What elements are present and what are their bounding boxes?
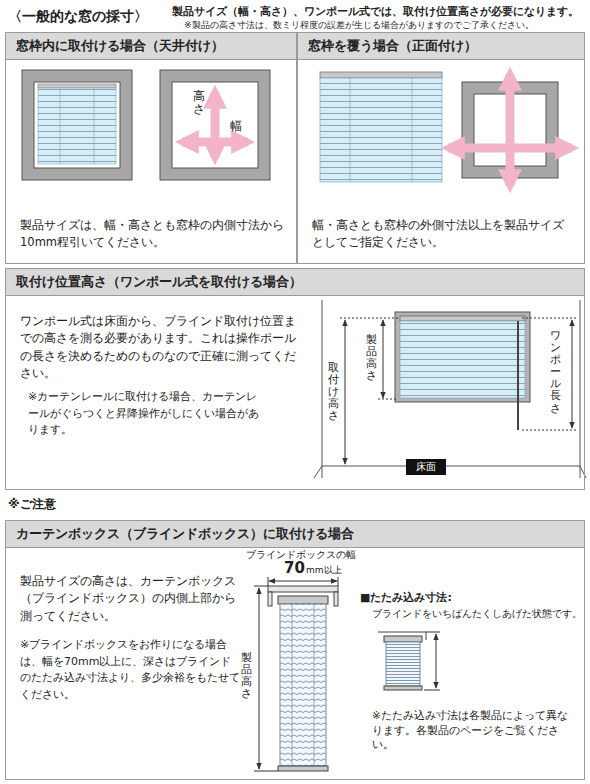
- note-text: ※カーテンレールに取付ける場合、カーテンレールがぐらつくと昇降操作がしにくい場合…: [28, 389, 263, 439]
- body-text: 幅・高さとも窓枠の外側寸法以上を製品サイズとしてご指定ください。: [312, 217, 572, 252]
- mount-panel: 窓枠内に取付ける場合（天井付け） 製品サイズは、幅・高さとも窓枠の内側寸法から10…: [5, 32, 297, 264]
- caption-text: ブラインドをいちばんたくしあげた状態です。: [372, 607, 582, 621]
- dimension-label: ワンポール長さ: [550, 330, 561, 415]
- window-inside-mount: [22, 70, 132, 180]
- page-title: 〈一般的な窓の採寸〉: [8, 6, 148, 27]
- dimension-value: 70: [284, 558, 305, 579]
- blind-box-illustration: [268, 586, 338, 771]
- dimension-unit: mm以上: [306, 564, 342, 577]
- dimension-label: 高さ: [193, 90, 205, 116]
- dimension-label: 幅: [230, 118, 242, 135]
- section-panel: 床面 取付け位置高さ（ワンポール式を取付ける場合） ワンポール式は床面から、ブライン…: [5, 268, 585, 490]
- header-note: ※製品の高さ寸法は、数ミリ程度の誤差が生じる場合がありますのでご了承ください。: [184, 19, 584, 32]
- dimension-label: 製品高さ: [366, 334, 377, 382]
- caution-heading: ※ご注意: [8, 496, 56, 513]
- window-face-measure: [448, 74, 572, 186]
- body-text: ワンポール式は床面から、ブラインド取付け位置までの高さを測る必要があります。これ…: [20, 313, 305, 382]
- section-heading: 窓枠を覆う場合（正面付け）: [298, 33, 584, 60]
- section-subheading: ■たたみ込み寸法:: [360, 590, 452, 605]
- section-heading: カーテンボックス（ブラインドボックス）に取付ける場合: [6, 521, 584, 548]
- dimension-lines: [340, 318, 576, 464]
- dimension-label: 取付け高さ: [328, 362, 339, 422]
- note-text: ※たたみ込み寸法は各製品によって異なります。各製品のページをご覧ください。: [372, 708, 578, 752]
- window-face-mount: [320, 72, 442, 182]
- body-text: 製品サイズは、幅・高さとも窓枠の内側寸法から10mm程引いてください。: [20, 217, 285, 252]
- note-text: ※ブラインドボックスをお作りになる場合は、幅を70mm以上に、深さはブラインドの…: [20, 637, 242, 703]
- section-heading: 窓枠内に取付ける場合（天井付け）: [6, 33, 296, 60]
- room-illustration: [314, 300, 586, 478]
- header-note: 製品サイズ（幅・高さ）、ワンポール式では、取付け位置高さが必要になります。: [172, 4, 586, 19]
- box-dimensions: [254, 577, 338, 771]
- mount-panel: 窓枠を覆う場合（正面付け） 幅・高さとも窓枠の外側寸法以上を製品サイズとしてご指定…: [297, 32, 585, 264]
- window-inside-measure: [160, 70, 270, 180]
- section-heading: 取付け位置高さ（ワンポール式を取付ける場合）: [6, 269, 584, 296]
- floor-tag: 床面: [406, 459, 446, 475]
- body-text: 製品サイズの高さは、カーテンボックス（ブラインドボックス）の内側上部から測ってく…: [20, 573, 238, 625]
- floor-label: 床面: [406, 459, 446, 475]
- stacked-blind: [378, 632, 440, 690]
- dimension-label: 製品高さ: [241, 652, 252, 700]
